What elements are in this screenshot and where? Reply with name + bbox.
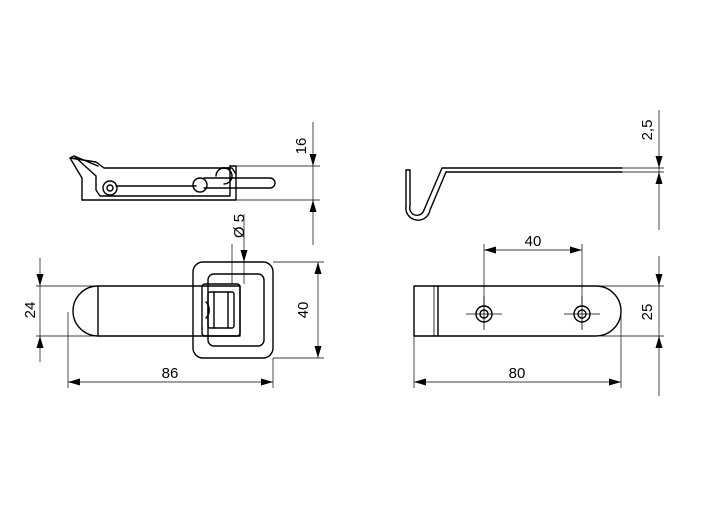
dimension-plate-length: 80 — [413, 314, 622, 388]
hole-spacing-label: 40 — [525, 233, 542, 250]
dimension-hole-spacing: 40 — [483, 233, 583, 306]
dimension-left-length: 86 — [67, 312, 274, 388]
dimension-plate-thickness: 2,5 — [622, 110, 664, 230]
plate-thickness-label: 2,5 — [639, 120, 656, 141]
latch-side-view — [69, 155, 276, 201]
catch-side-view — [405, 167, 623, 221]
latch-front-view — [72, 261, 274, 359]
dimension-top-height: 16 — [236, 122, 320, 245]
dimension-catch-height: 40 — [273, 261, 324, 359]
plate-length-label: 80 — [509, 365, 526, 382]
left-length-label: 86 — [162, 365, 179, 382]
catch-height-label: 40 — [295, 302, 312, 319]
dimension-plate-height: 25 — [600, 256, 664, 396]
top-height-label: 16 — [293, 138, 310, 155]
dimension-left-height: 24 — [22, 258, 98, 362]
pin-diameter-label: Ø 5 — [231, 214, 248, 238]
left-height-label: 24 — [22, 302, 39, 319]
catch-front-view — [413, 285, 622, 337]
plate-height-label: 25 — [639, 304, 656, 321]
dimension-pin-diameter: Ø 5 — [231, 214, 248, 284]
